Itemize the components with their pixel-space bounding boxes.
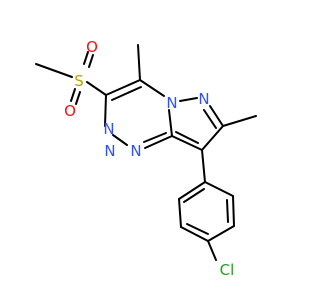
bond-s-o-bottom [70, 88, 76, 102]
bond-ph5-ph6-double [226, 199, 229, 223]
bond-n2-c3 [104, 94, 107, 127]
bond-ph4-ph5 [207, 225, 235, 242]
bond-ph6-ph1 [204, 181, 234, 197]
bond-ph5-ph6 [232, 195, 235, 227]
bond-ph1-ph2 [178, 181, 206, 200]
bond-ph3-ph4-double [186, 223, 209, 235]
bond-c8a-n1-double [143, 132, 167, 143]
atom-n-triazine-c: N [130, 142, 141, 160]
bond-sulfur-c3 [86, 81, 107, 96]
atom-n-pyrazole: N [198, 90, 209, 108]
bond-n5-c8a [168, 109, 173, 137]
atom-n-bridge: N [166, 94, 177, 112]
molecule-structure: S O O N N N N N Cl [35, 38, 257, 279]
atom-chlorine: Cl [220, 261, 235, 279]
atom-n-triazine-b: N [104, 142, 115, 160]
structure-canvas: S O O N N N N N Cl [35, 38, 257, 279]
atom-labels: S O O N N N N N Cl [64, 38, 234, 279]
bond-s-o-bottom-double [75, 91, 81, 105]
atom-n-triazine-a: N [103, 120, 114, 138]
bond-s-o-top-double [88, 54, 94, 68]
atom-oxygen-bottom: O [64, 102, 76, 120]
atom-sulfur: S [74, 72, 84, 90]
bond-n1-n2 [112, 134, 128, 146]
bond-n6-c7 [209, 105, 224, 127]
bond-s-o-top [83, 51, 89, 65]
bond-n6-c7-double [203, 109, 217, 129]
bonds [35, 44, 257, 261]
bond-ph3-ph4 [180, 226, 209, 242]
bond-c8-phenyl [201, 149, 206, 183]
bond-c7-methyl [222, 115, 257, 127]
bond-phenyl-chlorine [207, 240, 217, 261]
bond-c4-methyl [137, 44, 141, 81]
bond-c3-c4 [105, 79, 141, 96]
bond-ph1-ph2-double [183, 188, 205, 203]
bond-c8-c8a [171, 135, 203, 151]
bond-c7-c8 [201, 125, 224, 151]
bond-c8a-n1 [144, 135, 173, 149]
bond-ph2-ph3 [178, 198, 182, 228]
bond-c4-n5 [139, 79, 165, 97]
bond-c3-c4-double [111, 86, 142, 101]
atom-oxygen-top: O [86, 38, 98, 56]
bond-methyl-sulfur [35, 63, 73, 78]
bond-c8-c8a-double [175, 131, 199, 144]
bond-n5-n6 [179, 97, 198, 102]
